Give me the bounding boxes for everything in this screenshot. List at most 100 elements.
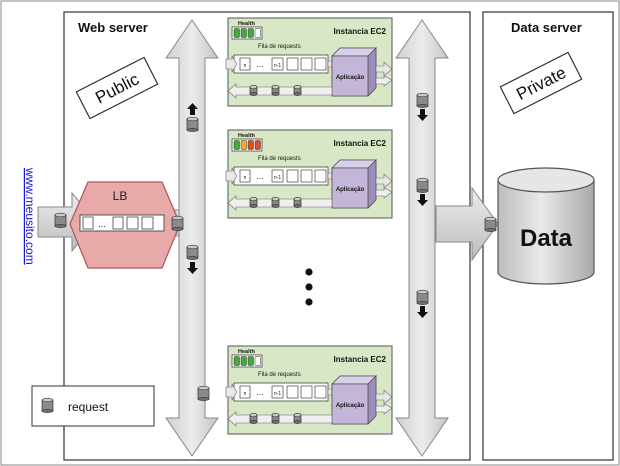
lb-queue-slot (126, 216, 139, 230)
queue-slot (239, 169, 251, 183)
queue-slot-label: n-1 (274, 63, 281, 69)
queue-slot (314, 169, 327, 183)
application-box: Aplicação (331, 47, 377, 97)
app-output-arrow (375, 389, 393, 405)
health-bar (254, 356, 261, 366)
request-icon (484, 216, 497, 232)
request-icon (293, 412, 302, 424)
health-bar (240, 28, 247, 38)
queue-dots: ... (257, 172, 264, 181)
queue-slot (239, 57, 251, 71)
request-icon (171, 215, 184, 231)
queue-input-arrow (225, 166, 238, 186)
down-arrow-icon (417, 306, 428, 318)
health-bar (247, 356, 254, 366)
queue-slot (239, 385, 251, 399)
data-return-arrow (375, 403, 393, 415)
queue-dots: ... (257, 388, 264, 397)
health-bar (247, 140, 254, 150)
queue-slot (271, 385, 284, 399)
health-bar (254, 140, 261, 150)
health-bar (240, 356, 247, 366)
health-bar (233, 140, 240, 150)
request-icon (249, 84, 258, 96)
request-icon (41, 397, 54, 413)
lb-queue-slot (141, 216, 154, 230)
legend-label: request (68, 400, 109, 414)
right-vertical-bus (395, 19, 449, 457)
request-icon (271, 412, 280, 424)
request-icon (416, 177, 429, 193)
request-icon (54, 212, 67, 228)
health-label: Health (238, 133, 255, 139)
data-flow-arrow (435, 186, 499, 262)
lb-queue-slot (112, 216, 124, 230)
app-output-arrow (375, 173, 393, 189)
data-server-title: Data server (511, 20, 582, 35)
queue-slot (286, 57, 299, 71)
down-arrow-icon (417, 109, 428, 121)
load-balancer: LB ... (69, 181, 181, 269)
request-icon (249, 412, 258, 424)
request-icon (416, 92, 429, 108)
request-icon (293, 196, 302, 208)
health-bar (254, 28, 261, 38)
data-return-arrow (375, 187, 393, 199)
queue-slot-label: n (244, 63, 247, 69)
request-icon (186, 116, 199, 132)
left-vertical-bus (165, 19, 219, 457)
application-label: Aplicação (336, 403, 365, 409)
queue-input-arrow (225, 382, 238, 402)
health-bar (240, 140, 247, 150)
queue-slot-label: n (244, 391, 247, 397)
request-icon (416, 289, 429, 305)
health-bar (247, 28, 254, 38)
health-label: Health (238, 21, 255, 27)
up-arrow-icon (187, 103, 198, 115)
queue-slot-label: n-1 (274, 175, 281, 181)
request-icon (271, 84, 280, 96)
request-icon (293, 84, 302, 96)
more-instances-ellipsis (305, 268, 313, 306)
queue-slot (271, 57, 284, 71)
application-label: Aplicação (336, 75, 365, 81)
load-balancer-label: LB (113, 189, 128, 203)
request-icon (197, 385, 210, 401)
health-label: Health (238, 349, 255, 355)
application-box: Aplicação (331, 159, 377, 209)
queue-slot (300, 57, 313, 71)
queue-label: Fila de requests (258, 372, 301, 378)
application-box: Aplicação (331, 375, 377, 425)
queue-slot (300, 169, 313, 183)
request-icon (271, 196, 280, 208)
ec2-title: Instancia EC2 (334, 27, 387, 36)
app-output-arrow (375, 61, 393, 77)
request-tokens-layer (41, 92, 497, 413)
queue-label: Fila de requests (258, 44, 301, 50)
site-url-link[interactable]: www.meusito.com (23, 167, 37, 265)
queue-slot (314, 57, 327, 71)
queue-slot (314, 385, 327, 399)
queue-dots: ... (257, 60, 264, 69)
request-icon (186, 244, 199, 260)
lb-queue-slot (82, 216, 94, 230)
ec2-title: Instancia EC2 (334, 139, 387, 148)
queue-slot-label: n-1 (274, 391, 281, 397)
queue-slot (300, 385, 313, 399)
queue-slot (286, 385, 299, 399)
lb-queue-dots: ... (98, 219, 106, 229)
application-label: Aplicação (336, 187, 365, 193)
queue-slot (286, 169, 299, 183)
database-label: Data (520, 225, 573, 252)
data-database: Data (497, 167, 595, 285)
queue-input-arrow (225, 54, 238, 74)
health-bar (233, 356, 240, 366)
web-server-title: Web server (78, 20, 148, 35)
down-arrow-icon (187, 262, 198, 274)
